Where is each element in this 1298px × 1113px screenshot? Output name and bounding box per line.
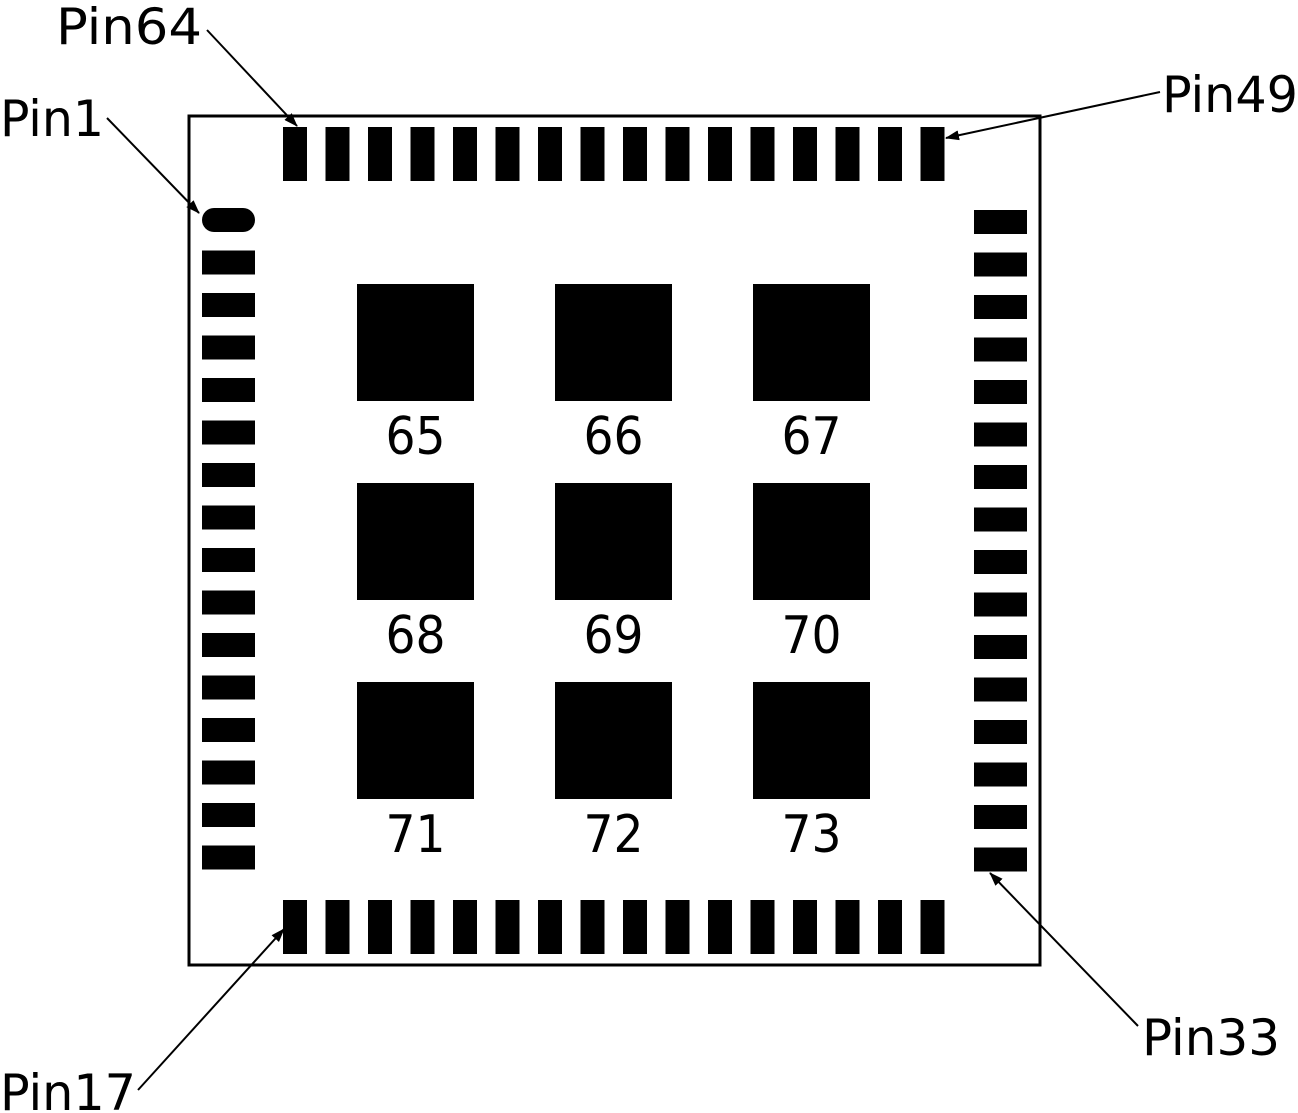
right-pin-pad bbox=[974, 295, 1027, 319]
left-pin-pad bbox=[202, 675, 255, 700]
bottom-pin-pad bbox=[750, 900, 775, 954]
center-pad bbox=[357, 483, 474, 600]
pin1-leader bbox=[106, 117, 200, 214]
top-pin-row bbox=[283, 127, 945, 181]
bottom-pin-pad bbox=[580, 900, 605, 954]
top-pin-pad bbox=[495, 127, 520, 181]
package-outline bbox=[187, 114, 1042, 967]
left-pin-pad bbox=[202, 463, 255, 487]
bottom-pin-pad bbox=[495, 900, 520, 954]
top-pin-pad bbox=[368, 127, 392, 181]
right-pin-pad bbox=[974, 465, 1027, 489]
center-pad-number: 68 bbox=[386, 606, 446, 666]
bottom-pin-pad bbox=[325, 900, 350, 954]
center-pad bbox=[357, 284, 474, 401]
center-pad-number: 65 bbox=[386, 407, 446, 467]
left-pin-pad bbox=[202, 803, 255, 827]
right-pin-column bbox=[974, 210, 1027, 872]
pin1-pad bbox=[202, 208, 255, 232]
top-pin-pad bbox=[920, 127, 945, 181]
left-pin-pad bbox=[202, 250, 255, 275]
left-pin-pad bbox=[202, 420, 255, 445]
bottom-pin-row bbox=[283, 900, 945, 954]
top-pin-pad bbox=[580, 127, 605, 181]
bottom-pin-pad bbox=[793, 900, 817, 954]
left-pin-pad bbox=[202, 548, 255, 572]
right-pin-pad bbox=[974, 677, 1027, 702]
center-pad-number: 67 bbox=[782, 407, 842, 467]
right-pin-pad bbox=[974, 210, 1027, 234]
pin17-label: Pin17 bbox=[0, 1064, 136, 1113]
top-pin-pad bbox=[878, 127, 902, 181]
bottom-pin-pad bbox=[708, 900, 732, 954]
right-pin-pad bbox=[974, 252, 1027, 277]
pin64-label: Pin64 bbox=[56, 0, 202, 56]
pin33-label: Pin33 bbox=[1142, 1009, 1280, 1067]
center-pad-number: 70 bbox=[782, 606, 842, 666]
top-pin-pad bbox=[538, 127, 562, 181]
center-pad bbox=[555, 483, 672, 600]
center-pad-number: 71 bbox=[386, 805, 446, 865]
center-pad-grid: 65 66 67 68 69 70 71 72 73 bbox=[357, 284, 870, 865]
left-pin-pad bbox=[202, 335, 255, 360]
center-pad bbox=[357, 682, 474, 799]
bottom-pin-pad bbox=[665, 900, 690, 954]
left-pin-pad bbox=[202, 590, 255, 615]
center-pad bbox=[753, 682, 870, 799]
top-pin-pad bbox=[793, 127, 817, 181]
top-pin-pad bbox=[283, 127, 307, 181]
pin64-leader bbox=[206, 29, 298, 127]
center-pad bbox=[555, 682, 672, 799]
right-pin-pad bbox=[974, 337, 1027, 362]
top-pin-pad bbox=[623, 127, 647, 181]
bottom-pin-pad bbox=[453, 900, 477, 954]
bottom-pin-pad bbox=[878, 900, 902, 954]
right-pin-pad bbox=[974, 720, 1027, 744]
left-pin-pad bbox=[202, 845, 255, 870]
right-pin-pad bbox=[974, 805, 1027, 829]
center-pad bbox=[753, 284, 870, 401]
left-pin-pad bbox=[202, 505, 255, 530]
bottom-pin-pad bbox=[623, 900, 647, 954]
right-pin-pad bbox=[974, 592, 1027, 617]
center-pad-number: 73 bbox=[782, 805, 842, 865]
top-pin-pad bbox=[708, 127, 732, 181]
bottom-pin-pad bbox=[920, 900, 945, 954]
right-pin-pad bbox=[974, 762, 1027, 787]
top-pin-pad bbox=[325, 127, 350, 181]
bottom-pin-pad bbox=[835, 900, 860, 954]
top-pin-pad bbox=[750, 127, 775, 181]
left-pin-column bbox=[202, 208, 255, 870]
left-pin-pad bbox=[202, 633, 255, 657]
right-pin-pad bbox=[974, 507, 1027, 532]
center-pad-number: 72 bbox=[584, 805, 644, 865]
pin17-leader bbox=[137, 928, 285, 1091]
bottom-pin-pad bbox=[283, 900, 307, 954]
left-pin-pad bbox=[202, 718, 255, 742]
right-pin-pad bbox=[974, 550, 1027, 574]
top-pin-pad bbox=[835, 127, 860, 181]
right-pin-pad bbox=[974, 422, 1027, 447]
top-pin-pad bbox=[453, 127, 477, 181]
left-pin-pad bbox=[202, 760, 255, 785]
pin1-label: Pin1 bbox=[0, 90, 104, 148]
center-pad-number: 69 bbox=[584, 606, 644, 666]
right-pin-pad bbox=[974, 380, 1027, 404]
pin33-leader bbox=[989, 872, 1139, 1027]
top-pin-pad bbox=[410, 127, 435, 181]
center-pad bbox=[753, 483, 870, 600]
pin49-leader bbox=[945, 91, 1161, 141]
center-pad-number: 66 bbox=[584, 407, 644, 467]
right-pin-pad bbox=[974, 847, 1027, 872]
right-pin-pad bbox=[974, 635, 1027, 659]
bottom-pin-pad bbox=[538, 900, 562, 954]
bottom-pin-pad bbox=[368, 900, 392, 954]
top-pin-pad bbox=[665, 127, 690, 181]
pin49-label: Pin49 bbox=[1162, 66, 1298, 124]
left-pin-pad bbox=[202, 293, 255, 317]
center-pad bbox=[555, 284, 672, 401]
left-pin-pad bbox=[202, 378, 255, 402]
bottom-pin-pad bbox=[410, 900, 435, 954]
